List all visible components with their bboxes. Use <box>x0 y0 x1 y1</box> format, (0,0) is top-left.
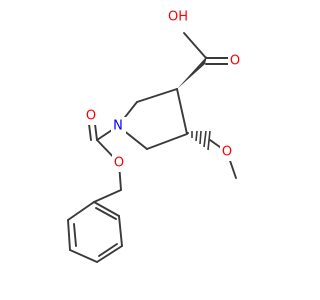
bond-ch2-phenyl <box>93 189 122 203</box>
bond-acid-c-oh <box>183 32 207 59</box>
bond-layer <box>67 32 237 263</box>
bond-benzene-inner-a <box>73 223 77 247</box>
bond-benzene-3-4 <box>69 249 98 263</box>
bond-benzene-inner-b <box>98 243 118 257</box>
bond-benzene-6-1 <box>93 201 120 217</box>
carbamate-carbonyl-oxygen-label: O <box>86 109 96 124</box>
bond-benzene-4-5 <box>96 245 123 263</box>
bond-benzene-1-2 <box>67 201 95 221</box>
ring-nitrogen-label: N <box>113 119 123 134</box>
bond-ring-c4-c3 <box>176 88 188 135</box>
ester-oxygen-label: O <box>114 156 124 171</box>
bond-benzene-2-3 <box>67 219 71 251</box>
bond-benzene-5-6 <box>118 215 123 247</box>
bond-ring-c3-c2 <box>136 88 178 103</box>
stereo-wedge-c3-carboxyl <box>177 56 207 89</box>
stereo-hash-c4-methoxy <box>187 130 211 151</box>
atom-label-layer: OH O O N O O <box>84 8 242 172</box>
bond-ring-c5-c4 <box>146 133 188 150</box>
acid-carbonyl-oxygen-label: O <box>230 54 240 69</box>
molecule-structure: OH O O N O O <box>67 8 242 263</box>
bond-benzene-inner-c <box>95 207 117 220</box>
hydroxyl-oxygen-label: OH <box>168 10 188 25</box>
methoxy-oxygen-label: O <box>222 145 232 160</box>
